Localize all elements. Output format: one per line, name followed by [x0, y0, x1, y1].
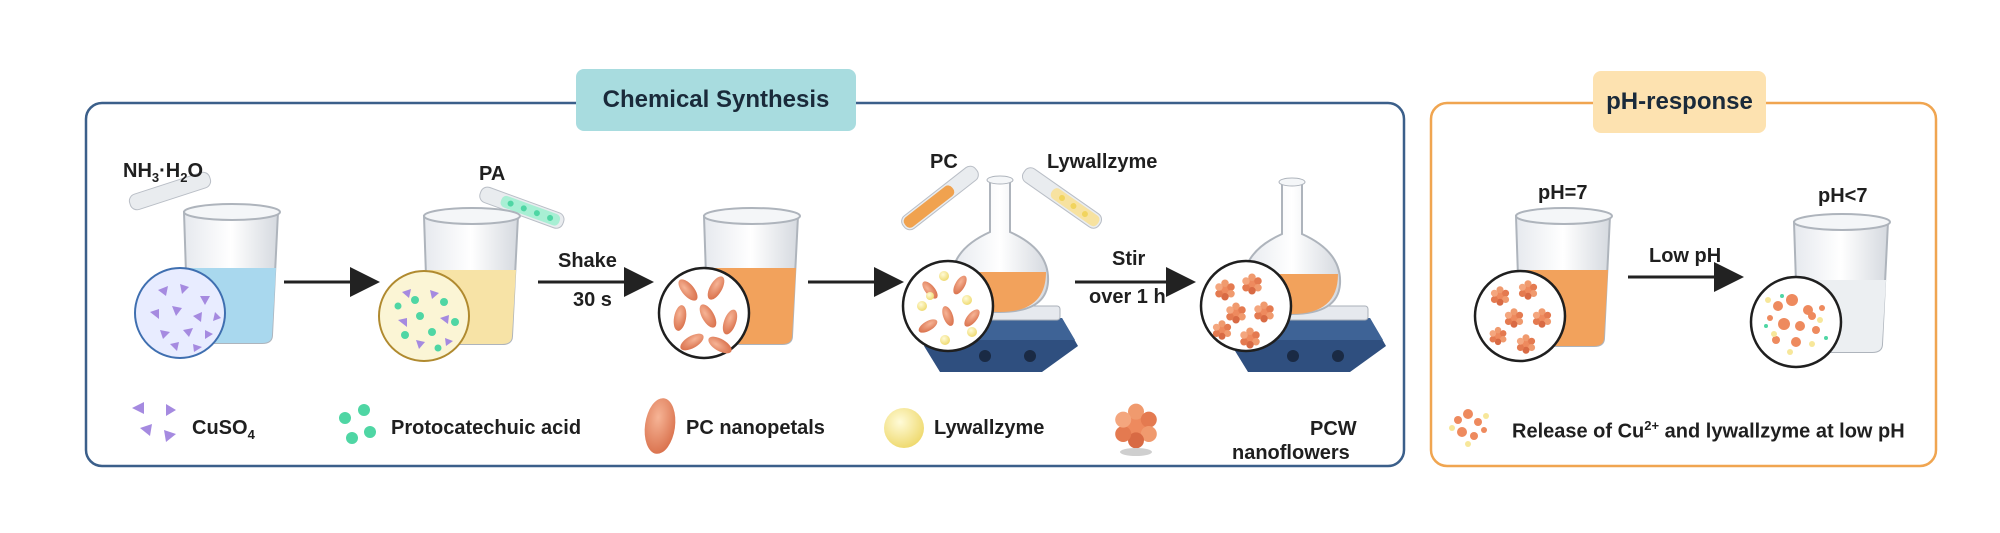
legend-cuso4-label: CuSO4	[192, 417, 255, 442]
synthesis-title: Chemical Synthesis	[576, 69, 856, 131]
ph-neutral-label: pH=7	[1538, 182, 1588, 204]
cuso4-zoom-circle	[134, 267, 226, 359]
legend-release-label: Release of Cu2+ and lywallzyme at low pH	[1512, 418, 1905, 443]
reagent-lywallzyme-label: Lywallzyme	[1047, 151, 1158, 173]
beaker-ph7	[1473, 207, 1613, 363]
beaker-ammonia	[128, 171, 281, 359]
legend-lywallzyme-label: Lywallzyme	[934, 417, 1045, 439]
legend-pcw-nanoflower-icon	[1115, 403, 1157, 456]
legend-release-icon	[1449, 409, 1489, 447]
beaker-pa	[378, 186, 565, 362]
step-shake-label: Shake	[558, 250, 617, 272]
legend-protocatechuic-icon	[339, 404, 376, 444]
legend-pc-nanopetal-icon	[644, 398, 676, 454]
legend-pcw-label: PCW	[1310, 418, 1357, 440]
ph-response-title: pH-response	[1593, 71, 1766, 133]
ph-low-zoom-circle	[1749, 275, 1843, 369]
legend-nanoflowers-label: nanoflowers	[1232, 442, 1350, 464]
legend-cuso4-icon	[132, 402, 176, 442]
step-shake-time-label: 30 s	[573, 289, 612, 311]
reagent-pa-label: PA	[479, 163, 506, 185]
beaker-pc	[657, 207, 801, 360]
flask-stirrer-1	[901, 165, 1103, 372]
reagent-pc-label: PC	[930, 151, 958, 173]
reagent-nh3-label: NH3·H2O	[123, 160, 204, 185]
legend-pc-nanopetals-label: PC nanopetals	[686, 417, 825, 439]
legend-protocatechuic-label: Protocatechuic acid	[391, 417, 582, 439]
step-stir-time-label: over 1 h	[1089, 286, 1166, 308]
step-stir-label: Stir	[1112, 248, 1146, 270]
flask-stirrer-2	[1199, 177, 1386, 372]
ph-acidic-label: pH<7	[1818, 185, 1868, 207]
beaker-ph-low	[1749, 213, 1891, 369]
legend-lywallzyme-icon	[884, 408, 924, 448]
step-low-ph-label: Low pH	[1649, 245, 1722, 267]
